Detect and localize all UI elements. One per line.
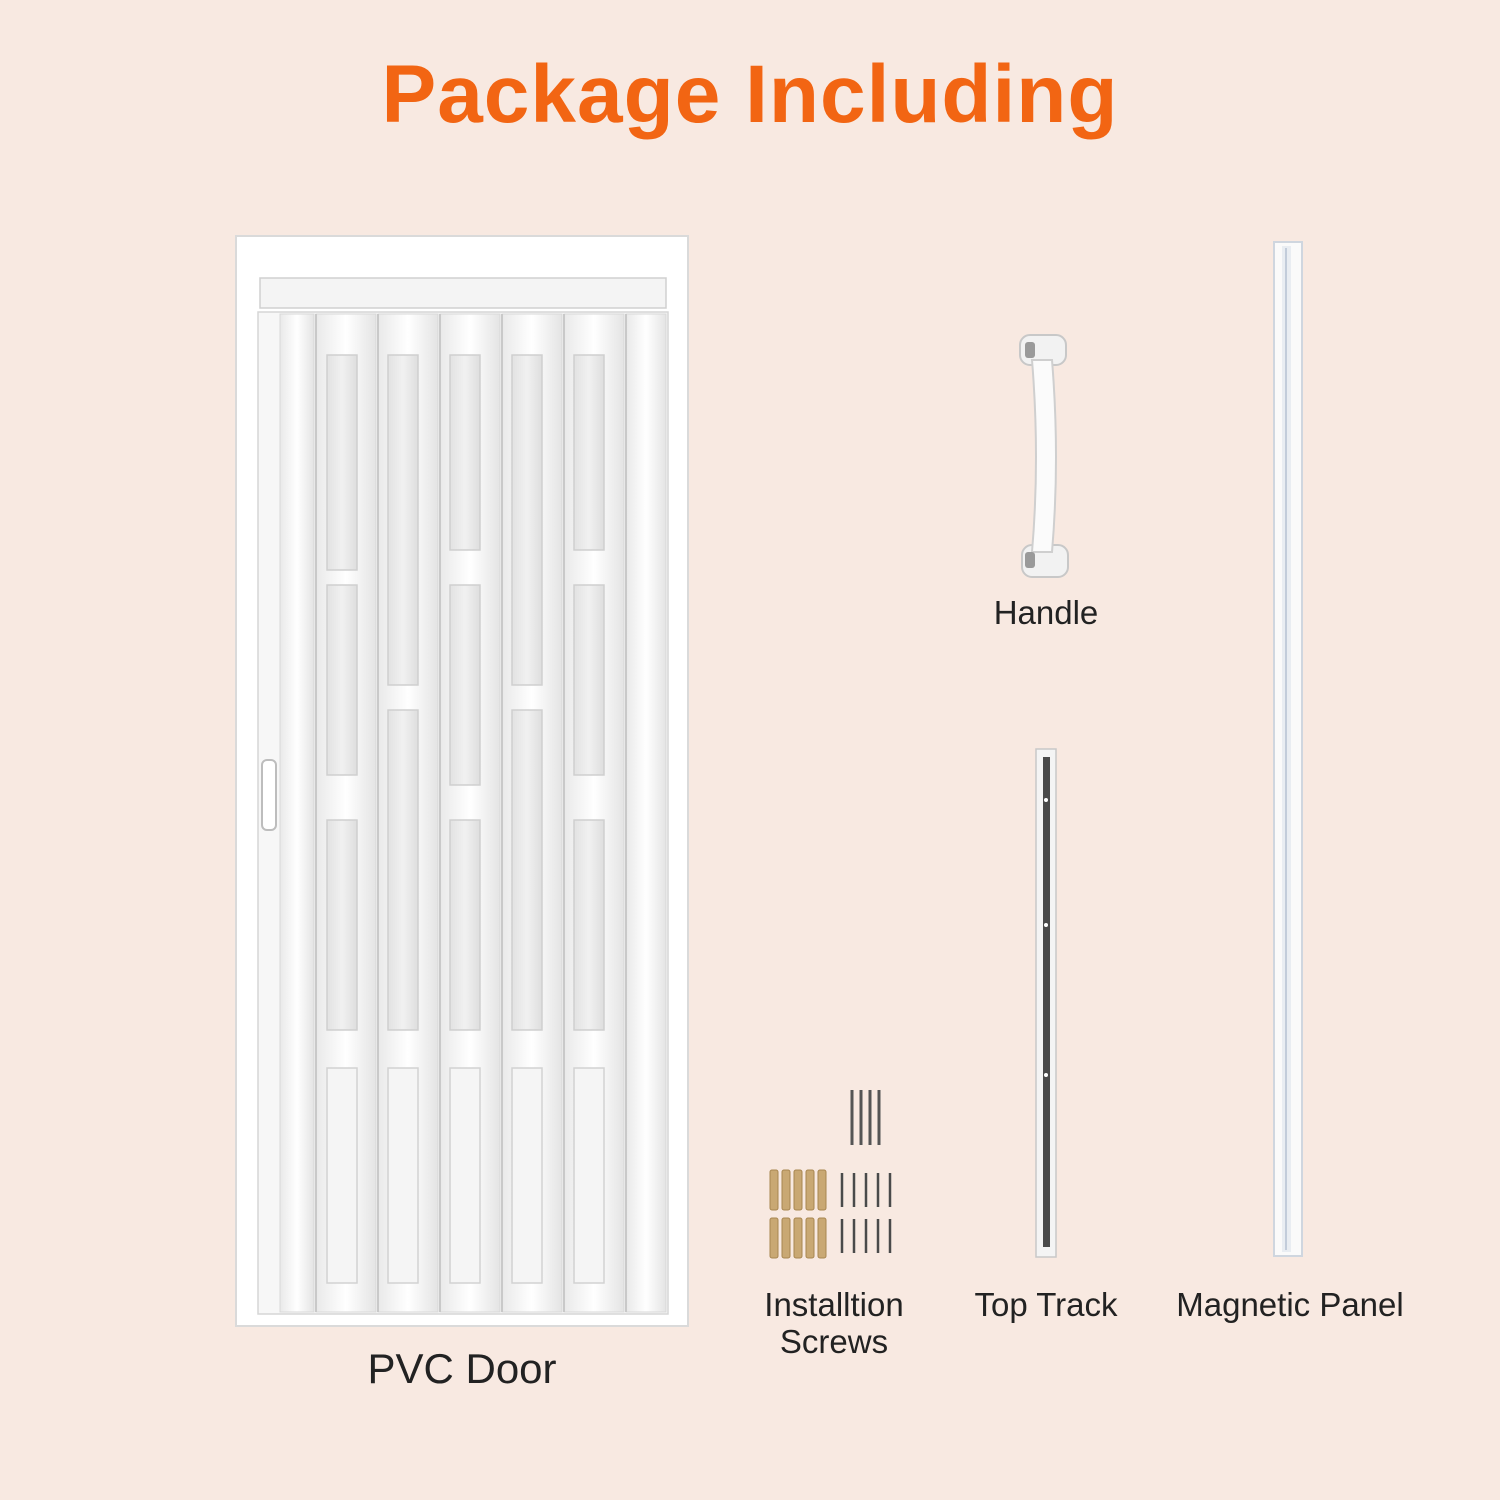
page-title: Package Including [381, 49, 1119, 140]
top-track-image [1035, 748, 1057, 1258]
pvc-door-label: PVC Door [367, 1345, 557, 1392]
top-track-label: Top Track [974, 1286, 1118, 1323]
magnetic-panel-image [1273, 241, 1303, 1257]
folding-door-image [235, 235, 689, 1327]
handle-label: Handle [993, 594, 1099, 631]
screws-label-line2: Screws [779, 1323, 889, 1360]
screws-image [769, 1090, 892, 1259]
handle-image [1019, 334, 1069, 578]
screws-label-line1: Installtion [764, 1286, 904, 1323]
magnetic-panel-label: Magnetic Panel [1176, 1286, 1404, 1323]
